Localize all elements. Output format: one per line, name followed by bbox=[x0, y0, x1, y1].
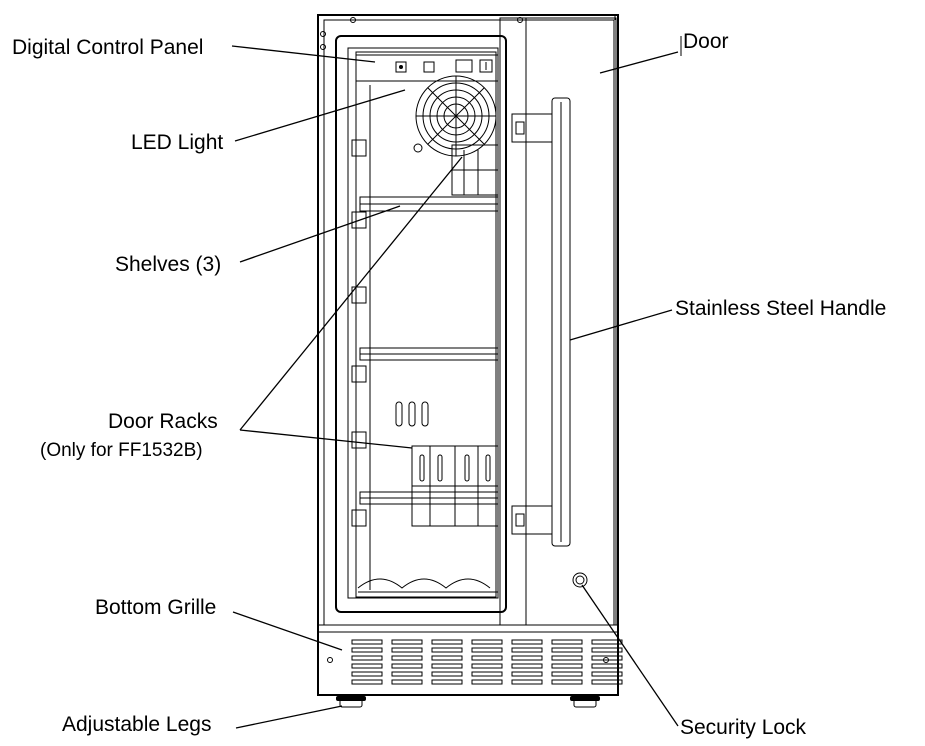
label-security-lock: Security Lock bbox=[680, 716, 807, 739]
grille-slot bbox=[471, 639, 503, 645]
grille-slot bbox=[591, 647, 623, 653]
grille-slot bbox=[511, 647, 543, 653]
grille-slot bbox=[391, 655, 423, 661]
label-door-racks: Door Racks bbox=[108, 410, 218, 433]
grille-slot bbox=[351, 655, 383, 661]
interior-frame bbox=[335, 35, 507, 613]
grille-slot bbox=[551, 679, 583, 685]
stainless-steel-handle bbox=[551, 97, 571, 547]
grille-slot bbox=[431, 655, 463, 661]
grille-slot bbox=[591, 671, 623, 677]
label-digital-control-panel: Digital Control Panel bbox=[12, 36, 203, 59]
grille-slot bbox=[511, 663, 543, 669]
door-racks bbox=[411, 144, 499, 527]
grille-slot bbox=[511, 671, 543, 677]
grille-slot bbox=[431, 647, 463, 653]
grille-slot bbox=[591, 679, 623, 685]
leader-lines bbox=[231, 45, 679, 729]
label-door-racks-note: (Only for FF1532B) bbox=[40, 440, 203, 461]
grille-slot bbox=[551, 671, 583, 677]
grille-slot bbox=[391, 679, 423, 685]
fan-led-light bbox=[413, 75, 497, 157]
grille-slot bbox=[591, 655, 623, 661]
grille-slot bbox=[351, 679, 383, 685]
grille-slot bbox=[471, 655, 503, 661]
grille-slot bbox=[391, 647, 423, 653]
grille-slot bbox=[511, 679, 543, 685]
bottom-grille bbox=[317, 624, 623, 696]
grille-slot bbox=[351, 663, 383, 669]
grille-slot bbox=[551, 655, 583, 661]
door-panel bbox=[499, 17, 617, 626]
grille-slot bbox=[551, 639, 583, 645]
grille-slot bbox=[351, 639, 383, 645]
label-shelves: Shelves (3) bbox=[115, 253, 221, 276]
grille-slot bbox=[511, 639, 543, 645]
label-bottom-grille: Bottom Grille bbox=[95, 596, 216, 619]
grille-slot bbox=[471, 671, 503, 677]
shelves bbox=[351, 139, 499, 527]
grille-slot bbox=[471, 647, 503, 653]
label-adjustable-legs: Adjustable Legs bbox=[62, 713, 211, 736]
grille-slot bbox=[431, 679, 463, 685]
bottom-rack bbox=[357, 578, 498, 593]
grille-slot bbox=[511, 655, 543, 661]
grille-slot bbox=[391, 671, 423, 677]
grille-slot bbox=[551, 663, 583, 669]
grille-slot bbox=[391, 663, 423, 669]
digital-control-panel bbox=[355, 54, 499, 82]
grille-slot bbox=[431, 671, 463, 677]
label-stainless-steel-handle: Stainless Steel Handle bbox=[675, 297, 886, 320]
label-door: Door bbox=[683, 30, 729, 53]
adjustable-legs bbox=[336, 694, 600, 708]
security-lock bbox=[572, 572, 588, 588]
label-led-light: LED Light bbox=[131, 131, 223, 154]
grille-slot bbox=[351, 671, 383, 677]
grille-slot bbox=[471, 679, 503, 685]
grille-slot bbox=[431, 663, 463, 669]
grille-slot bbox=[431, 639, 463, 645]
grille-slot bbox=[351, 647, 383, 653]
grille-slot bbox=[591, 639, 623, 645]
grille-slot bbox=[471, 663, 503, 669]
grille-slot bbox=[391, 639, 423, 645]
grille-slot bbox=[591, 663, 623, 669]
grille-slot bbox=[551, 647, 583, 653]
